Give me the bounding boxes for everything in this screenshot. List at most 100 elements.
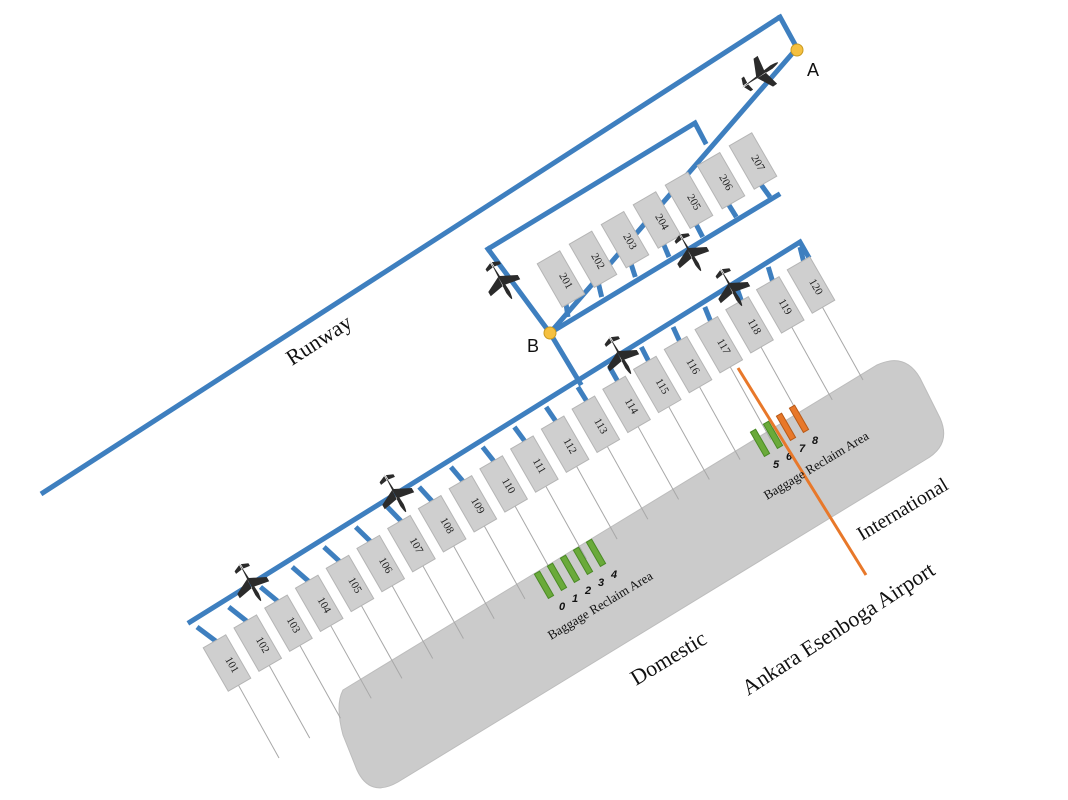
- jetway-connector: [265, 658, 311, 739]
- baggage-belt-5: 5: [749, 428, 780, 471]
- jetway-connector: [449, 539, 495, 619]
- belt-bar: [546, 562, 568, 592]
- gate-207: 207: [728, 132, 778, 190]
- belt-number: 2: [584, 585, 591, 597]
- gate-box: [479, 455, 529, 513]
- jetway-connector: [726, 360, 772, 440]
- belt-number: 8: [812, 435, 819, 447]
- gate-box: [725, 295, 774, 354]
- jetway-connector: [572, 459, 618, 540]
- belt-number: 4: [610, 569, 617, 581]
- gate-110: 110: [479, 455, 529, 513]
- gate-115: 115: [632, 355, 682, 414]
- gate-box: [264, 594, 313, 653]
- gate-201: 201: [536, 250, 586, 308]
- terminal-building: [338, 360, 945, 789]
- jetway-connector: [603, 440, 649, 520]
- jetway-connectors: [234, 300, 864, 759]
- gate-box: [728, 132, 778, 190]
- airport-pointer-line: [736, 367, 868, 576]
- gate-202: 202: [568, 230, 618, 289]
- gate-box: [632, 355, 682, 414]
- baggage-belt-4: 4: [585, 538, 617, 581]
- belt-bar: [775, 412, 797, 442]
- airplane-icon: [475, 252, 527, 308]
- jetway-connector: [418, 559, 464, 639]
- gate-box: [632, 191, 682, 249]
- gate-107: 107: [386, 514, 436, 573]
- gate-205: 205: [664, 171, 714, 230]
- gate-box: [386, 514, 436, 573]
- baggage-belt-3: 3: [572, 546, 604, 589]
- belt-number: 6: [786, 451, 793, 463]
- belt-number: 1: [572, 593, 578, 605]
- jetway-connector: [818, 300, 864, 381]
- gate-111: 111: [509, 435, 559, 493]
- gate-box: [755, 276, 805, 334]
- jetway-connector: [296, 638, 341, 719]
- gate-box: [356, 534, 406, 593]
- gate-box: [694, 315, 744, 374]
- belt-number: 5: [773, 459, 780, 471]
- gate-box: [325, 554, 375, 613]
- gate-103: 103: [264, 594, 313, 653]
- runway-label: Runway: [281, 309, 356, 370]
- gate-box: [509, 435, 559, 493]
- jetway-connector: [326, 619, 372, 699]
- airplane-icon: [224, 554, 276, 610]
- gate-120: 120: [786, 256, 836, 314]
- gate-102: 102: [233, 614, 283, 672]
- belt-bar: [749, 428, 771, 458]
- gate-117: 117: [694, 315, 744, 374]
- gate-box: [536, 250, 586, 308]
- jetway-connector: [664, 400, 710, 480]
- gate-box: [568, 230, 618, 289]
- gates-group: 1011021031041051061071081091101111121131…: [202, 132, 836, 692]
- gate-109: 109: [448, 475, 498, 533]
- belt-bar: [788, 404, 810, 434]
- belt-bar: [572, 546, 594, 576]
- airport-name-label: Ankara Esenboga Airport: [737, 557, 939, 700]
- baggage-belt-0: 0: [533, 570, 566, 613]
- gate-206: 206: [696, 151, 746, 210]
- gate-101: 101: [202, 634, 252, 692]
- gate-box: [663, 335, 713, 394]
- gate-box: [202, 634, 252, 692]
- gate-118: 118: [725, 295, 774, 354]
- jetway-connector: [388, 579, 434, 659]
- baggage-belt-8: 8: [788, 404, 819, 447]
- gate-105: 105: [325, 554, 375, 613]
- gate-113: 113: [571, 395, 621, 454]
- baggage-belt-2: 2: [559, 554, 591, 597]
- belt-bar: [585, 538, 607, 568]
- belt-number: 3: [598, 577, 604, 589]
- gate-box: [600, 210, 650, 269]
- baggage-belt-1: 1: [546, 562, 578, 605]
- jetway-connector: [634, 420, 680, 500]
- gate-box: [233, 614, 283, 672]
- baggage-belt-6: 6: [762, 420, 793, 463]
- gate-112: 112: [540, 415, 590, 473]
- belt-bar: [533, 570, 555, 600]
- gate-box: [571, 395, 621, 454]
- junction-b-icon: [543, 326, 557, 340]
- belt-bar: [762, 420, 784, 450]
- gate-box: [696, 151, 746, 210]
- belt-number: 7: [799, 443, 806, 455]
- runway: [39, 14, 782, 497]
- baggage-belt-7: 7: [775, 412, 806, 455]
- gate-106: 106: [356, 534, 406, 593]
- jetway-connector: [787, 320, 833, 401]
- gate-box: [602, 375, 652, 434]
- gate-108: 108: [417, 494, 467, 553]
- belt-number: 0: [559, 601, 566, 613]
- gate-box: [294, 574, 344, 633]
- jetway-connector: [357, 599, 403, 679]
- gate-203: 203: [600, 210, 650, 269]
- gate-box: [540, 415, 590, 473]
- gate-box: [786, 256, 836, 314]
- gate-104: 104: [294, 574, 344, 633]
- gate-119: 119: [755, 276, 805, 334]
